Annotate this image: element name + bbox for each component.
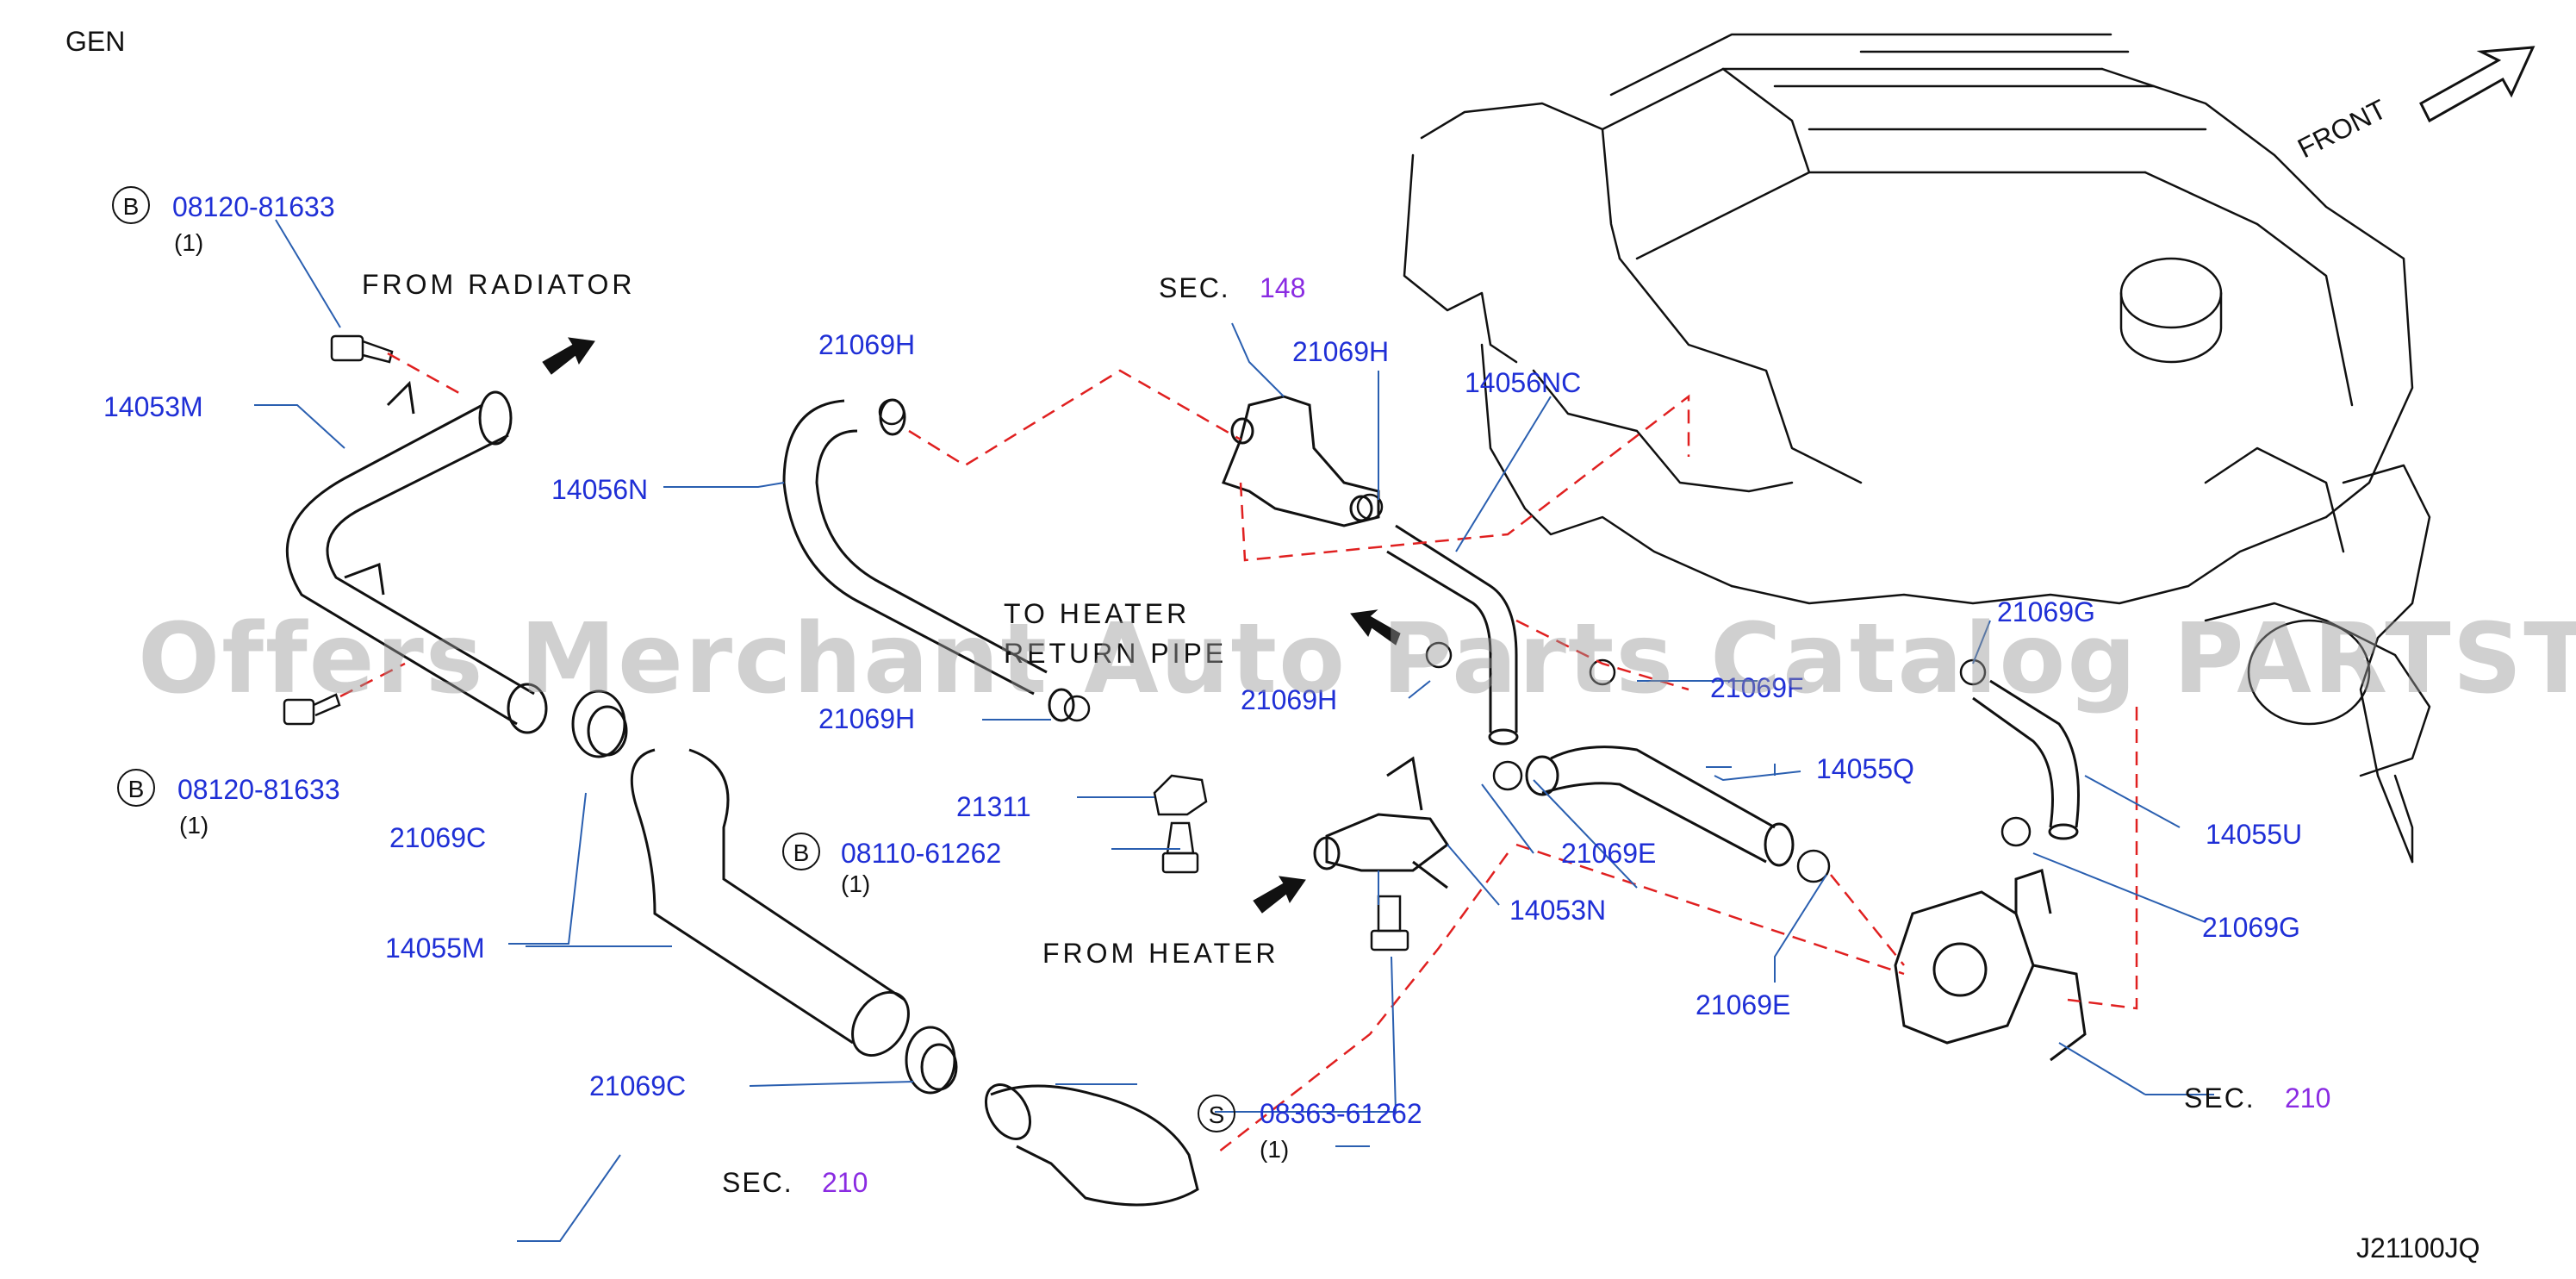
bolt-shapes [283,334,1409,951]
part-number[interactable]: 14056NC [1465,367,1582,398]
badge-b: B [117,769,155,807]
part-number[interactable]: 14055Q [1816,753,1914,784]
part-number[interactable]: 14055M [385,933,485,964]
part-number[interactable]: 21069G [2202,912,2300,943]
section-number[interactable]: 210 [2285,1082,2331,1114]
part-number[interactable]: 21069H [818,703,916,734]
badge-s: S [1198,1095,1235,1132]
hose-clamps [878,398,2032,883]
connector-14053N [1313,756,1450,889]
diagram-code: J21100JQ [2356,1232,2480,1263]
housing-sec210 [1894,869,2087,1062]
part-number[interactable]: 21069C [389,822,487,853]
part-number[interactable]: 21311 [956,791,1031,822]
note-from-radiator: FROM RADIATOR [362,269,636,300]
part-number[interactable]: 14053N [1509,895,1607,926]
quantity: (1) [179,812,209,839]
part-number[interactable]: 21069E [1696,989,1791,1020]
watermark: Offers Merchant Auto Parts Catalog PARTS… [138,603,2576,715]
arrow-icon [542,337,595,375]
part-number[interactable]: 21069H [1241,684,1338,715]
gen-label: GEN [65,26,126,57]
note-to-heater: TO HEATER [1004,598,1191,629]
heater-pipe-14053M [285,380,548,734]
arrow-icon [1350,609,1401,646]
fitting-sec148 [1222,395,1380,527]
section-label: SEC. [2184,1082,2256,1114]
engine-block-outline [1403,33,2431,864]
part-number[interactable]: 21069G [1997,596,2095,627]
part-number[interactable]: 14053M [103,391,203,422]
part-number[interactable]: 21069H [1292,336,1390,367]
hose-14056NC [1386,524,1519,746]
note-from-heater: FROM HEATER [1042,938,1279,969]
quantity: (1) [1260,1136,1290,1163]
section-label: SEC. [722,1167,793,1198]
section-label: SEC. [1159,272,1230,303]
flow-arrows [542,337,1401,914]
part-number[interactable]: 21069F [1710,672,1804,703]
part-number[interactable]: 21069C [589,1070,687,1101]
part-number[interactable]: 14056N [551,474,649,505]
part-number[interactable]: 21069E [1561,838,1657,869]
badge-b: B [112,186,150,224]
section-number[interactable]: 148 [1260,272,1306,303]
part-number[interactable]: 21069H [818,329,916,360]
leader-lines [254,219,2214,1242]
hose-14055M [571,689,1199,1207]
hose-14055Q [1525,746,1795,867]
quantity: (1) [174,229,204,256]
part-number[interactable]: 08120-81633 [172,191,335,222]
section-number[interactable]: 210 [822,1167,868,1198]
arrow-icon [1253,876,1306,914]
reference-dashed-lines [339,352,2138,1156]
badge-b: B [782,833,820,870]
hose-14055U [1972,679,2080,840]
quantity: (1) [841,870,871,897]
part-number[interactable]: 08110-61262 [841,838,1002,869]
part-number[interactable]: 08363-61262 [1260,1098,1422,1129]
part-number[interactable]: 14055U [2206,819,2303,850]
part-number[interactable]: 08120-81633 [177,774,340,805]
front-arrow-icon [2419,46,2536,123]
note-return-pipe: RETURN PIPE [1004,638,1228,669]
